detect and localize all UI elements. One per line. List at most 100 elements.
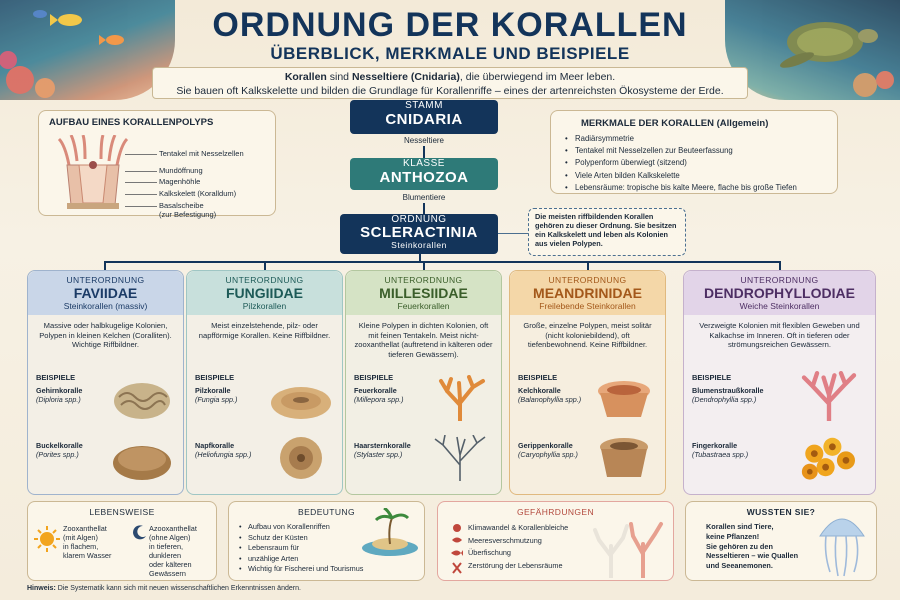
family-name: MILLESIIDAE <box>379 285 468 301</box>
example-latin: (Balanophyllia spp.) <box>518 395 582 404</box>
tree-connector <box>587 261 589 270</box>
lifestyle-title: LEBENSWEISE <box>89 507 155 517</box>
example-2: Haarsternkoralle(Stylaster spp.) <box>354 441 411 459</box>
taxon-common-name: Nesseltiere <box>403 136 444 145</box>
taxon-ordnung: ORDNUNG SCLERACTINIA Steinkorallen <box>340 214 498 254</box>
family-rank: UNTERORDNUNG <box>548 275 627 285</box>
turtle-icon <box>779 22 894 97</box>
polyp-label: Basalscheibe <box>159 201 204 210</box>
threat-item: Zerstörung der Lebensräume <box>468 560 563 570</box>
fact-line: Korallen sind Tiere, <box>706 522 774 531</box>
feature-item: Tentakel mit Nesselzellen zur Beuteerfas… <box>565 145 797 157</box>
example-2: Fingerkoralle(Tubastraea spp.) <box>692 441 748 459</box>
page-subtitle: ÜBERBLICK, MERKMALE UND BEISPIELE <box>270 44 630 63</box>
threats-list: Klimawandel & Korallenbleiche Meeresvers… <box>468 522 568 572</box>
lifestyle-line: oder kälteren Gewässern <box>149 560 192 578</box>
lifestyle-line: Zooxanthellat <box>63 524 107 533</box>
family-card-meandrinidae: UNTERORDNUNG MEANDRINIDAE Freilebende St… <box>509 270 666 495</box>
threats-title: GEFÄHRDUNGEN <box>516 507 595 517</box>
stylaster-coral-icon <box>434 435 486 481</box>
fire-coral-icon <box>439 375 485 421</box>
tree-connector <box>104 261 780 263</box>
family-common-name: Steinkorallen (massiv) <box>63 301 148 311</box>
tree-connector <box>779 261 781 270</box>
feature-item: Viele Arten bilden Kalkskelette <box>565 170 797 182</box>
example-name: Haarsternkoralle <box>354 441 411 450</box>
polyp-label: Kalkskelett (Koralldum) <box>159 189 237 198</box>
family-card-faviidae: UNTERORDNUNG FAVIIDAE Steinkorallen (mas… <box>27 270 184 495</box>
family-description: Meist einzelstehende, pilz- oder napfför… <box>198 321 331 340</box>
fact-line: Sie gehören zu den <box>706 541 773 551</box>
caryophyllia-coral-icon <box>600 438 648 477</box>
ordnung-note: Die meisten riffbildenden Korallen gehör… <box>528 208 686 256</box>
lifestyle-line: (ohne Algen) <box>149 533 191 542</box>
example-latin: (Stylaster spp.) <box>354 450 403 459</box>
polyp-title: AUFBAU EINES KORALLENPOLYPS <box>49 117 214 128</box>
taxon-name: SCLERACTINIA <box>360 224 478 241</box>
note-connector <box>498 233 528 234</box>
importance-box: BEDEUTUNG Aufbau von Korallenriffen Schu… <box>228 501 425 581</box>
threat-item: Überfischung <box>468 548 511 557</box>
intro-term: Korallen <box>284 71 327 83</box>
taxon-name: ANTHOZOA <box>379 169 469 186</box>
tubastraea-coral-icon <box>801 437 855 480</box>
fish-icon <box>0 10 124 98</box>
polyp-label: (zur Befestigung) <box>159 210 217 219</box>
family-name: MEANDRINIDAE <box>533 285 642 301</box>
threat-item: Meeresverschmutzung <box>468 535 542 545</box>
example-latin: (Diploria spp.) <box>36 395 81 404</box>
polyp-diagram <box>57 135 129 209</box>
intro-text: sind <box>326 71 352 83</box>
example-name: Napfkoralle <box>195 441 235 450</box>
example-name: Buckelkoralle <box>36 441 83 450</box>
footer-note-label: Hinweis: <box>27 585 56 592</box>
tree-connector <box>423 261 425 270</box>
example-name: Fingerkoralle <box>692 441 738 450</box>
moon-icon <box>133 525 146 540</box>
family-name: FAVIIDAE <box>73 285 138 301</box>
importance-item-cont: unzählige Arten <box>239 554 363 565</box>
cup-coral-icon <box>598 381 650 417</box>
family-header: UNTERORDNUNG MEANDRINIDAE Freilebende St… <box>510 271 665 315</box>
examples-heading: BEISPIELE <box>195 373 235 382</box>
jellyfish-icon <box>819 518 865 577</box>
family-card-dendrophyllodiae: UNTERORDNUNG DENDROPHYLLODIAE Weiche Ste… <box>683 270 876 495</box>
example-latin: (Porites spp.) <box>36 450 79 459</box>
taxon-common-name: Steinkorallen <box>391 240 447 250</box>
feature-item: Lebensräume: tropische bis kalte Meere, … <box>565 182 797 194</box>
destruction-icon <box>452 562 462 574</box>
family-header: UNTERORDNUNG FUNGIIDAE Pilzkorallen <box>187 271 342 315</box>
family-common-name: Feuerkorallen <box>397 301 450 311</box>
lifestyle-box: LEBENSWEISE Zooxanthellat (mit Algen) in… <box>27 501 217 581</box>
family-card-millesiidae: UNTERORDNUNG MILLESIIDAE Feuerkorallen K… <box>345 270 502 495</box>
taxon-rank: ORDNUNG <box>391 214 447 225</box>
family-rank: UNTERORDNUNG <box>225 275 304 285</box>
tree-connector <box>419 254 421 262</box>
example-1: Kelchkoralle(Balanophyllia spp.) <box>518 386 581 404</box>
example-1: Blumenstraußkoralle(Dendrophyllia spp.) <box>692 386 764 404</box>
example-2: Gerippenkoralle(Caryophyllia spp.) <box>518 441 578 459</box>
fact-line: keine Pflanzen! <box>706 531 760 541</box>
example-name: Feuerkoralle <box>354 386 397 395</box>
family-rank: UNTERORDNUNG <box>384 275 463 285</box>
bleached-coral-icon <box>593 522 663 578</box>
lifestyle-line: (mit Algen) <box>63 533 98 542</box>
fact-line: und Seeanemonen. <box>706 561 773 571</box>
lifestyle-line: Azooxanthellat <box>149 524 197 533</box>
examples-heading: BEISPIELE <box>692 373 732 382</box>
taxon-stamm: STAMM CNIDARIA <box>350 100 498 134</box>
example-1: Feuerkoralle(Millepora spp.) <box>354 386 404 404</box>
polyp-label: Mundöffnung <box>159 166 203 175</box>
family-rank: UNTERORDNUNG <box>66 275 145 285</box>
fact-title: WUSSTEN SIE? <box>746 507 816 517</box>
lifestyle-line: in tieferen, dunkleren <box>149 542 184 560</box>
label-line <box>125 182 157 183</box>
example-1: Pilzkoralle(Fungia spp.) <box>195 386 237 404</box>
example-latin: (Dendrophyllia spp.) <box>692 395 757 404</box>
taxon-rank: STAMM <box>405 100 443 111</box>
island-icon <box>362 508 418 556</box>
label-line <box>125 206 157 207</box>
taxon-klasse: KLASSE ANTHOZOA <box>350 158 498 190</box>
feature-item: Polypenform überwiegt (sitzend) <box>565 157 797 169</box>
importance-item: Wichtig für Fischerei und Tourismus <box>239 564 363 575</box>
